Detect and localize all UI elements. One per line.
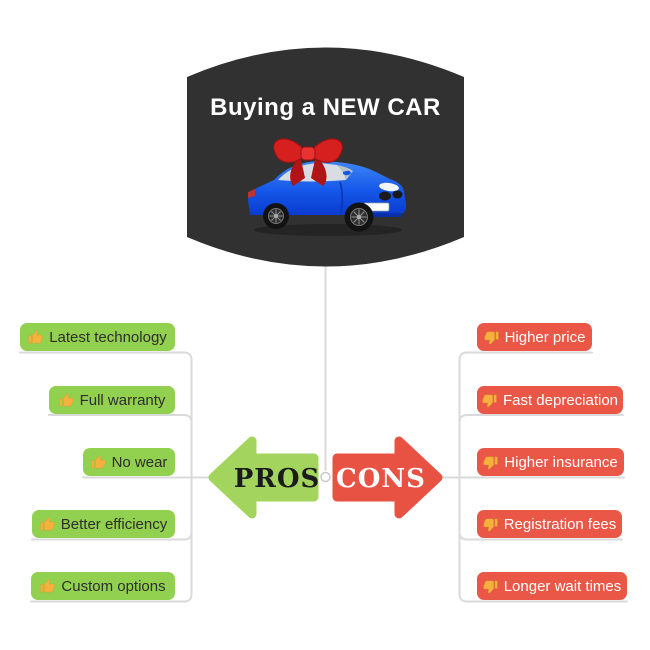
- thumbs-down-icon: [483, 579, 498, 594]
- cons-item-label: Higher insurance: [504, 453, 618, 471]
- pros-item-label: Latest technology: [49, 328, 167, 346]
- thumbs-up-icon: [40, 578, 55, 594]
- pros-item-label: Custom options: [61, 577, 166, 595]
- cons-item-longer-wait-times[interactable]: Longer wait times: [477, 572, 627, 600]
- pros-item-latest-technology[interactable]: Latest technology: [20, 323, 175, 351]
- pros-item-full-warranty[interactable]: Full warranty: [49, 386, 175, 414]
- pros-arrow-label: PROS: [233, 464, 321, 494]
- pros-item-label: Full warranty: [79, 391, 166, 409]
- pros-item-custom-options[interactable]: Custom options: [31, 572, 175, 600]
- thumbs-down-icon: [482, 393, 497, 408]
- connector-lines: [19, 264, 628, 603]
- gift-car-image: [248, 138, 407, 236]
- cons-arrow[interactable]: [332, 436, 443, 519]
- branch-junction-dot[interactable]: [320, 471, 331, 483]
- pros-item-label: No wear: [111, 453, 168, 471]
- cons-item-registration-fees[interactable]: Registration fees: [477, 510, 622, 538]
- root-topic-title: Buying a NEW CAR: [210, 94, 441, 121]
- cons-item-label: Longer wait times: [503, 577, 622, 595]
- car-wheels: [263, 202, 374, 232]
- cons-item-label: Higher price: [504, 328, 586, 346]
- thumbs-up-icon: [91, 454, 106, 470]
- gift-bow: [273, 138, 343, 186]
- cons-arrow-label: CONS: [336, 464, 426, 494]
- cons-item-label: Registration fees: [503, 515, 617, 533]
- pros-arrow[interactable]: [208, 436, 319, 519]
- pros-item-label: Better efficiency: [60, 515, 168, 533]
- cons-item-fast-depreciation[interactable]: Fast depreciation: [477, 386, 623, 414]
- thumbs-down-icon: [484, 330, 499, 345]
- cons-item-higher-insurance[interactable]: Higher insurance: [477, 448, 624, 476]
- pros-item-no-wear[interactable]: No wear: [83, 448, 175, 476]
- cons-item-higher-price[interactable]: Higher price: [477, 323, 592, 351]
- thumbs-down-icon: [483, 517, 498, 532]
- thumbs-up-icon: [40, 516, 55, 532]
- thumbs-up-icon: [59, 392, 74, 408]
- thumbs-up-icon: [28, 329, 43, 345]
- cons-item-label: Fast depreciation: [502, 391, 619, 409]
- thumbs-down-icon: [483, 455, 498, 470]
- pros-item-better-efficiency[interactable]: Better efficiency: [32, 510, 175, 538]
